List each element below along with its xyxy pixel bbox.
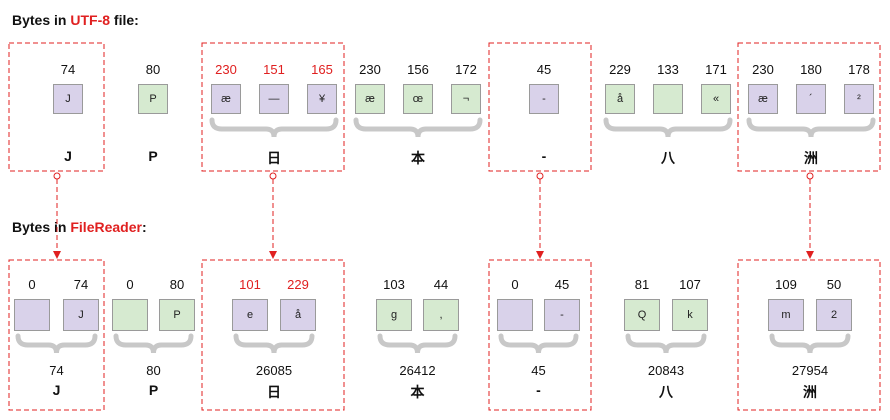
brace-bottom: [15, 333, 98, 354]
byte-value-bottom: 80: [169, 277, 185, 292]
byte-value-top: 230: [215, 62, 237, 77]
char-label-top: 日: [267, 150, 281, 166]
char-label-top: 本: [411, 150, 425, 166]
byte-box-bottom: ,: [423, 299, 459, 331]
char-label-top: 八: [661, 150, 675, 166]
byte-value-top: 230: [359, 62, 381, 77]
connector-dot: [269, 172, 277, 180]
byte-box-top: å: [605, 84, 635, 114]
byte-box-top: ²: [844, 84, 874, 114]
byte-box-bottom: [112, 299, 148, 331]
char-label-top: J: [64, 148, 72, 164]
byte-box-bottom: P: [159, 299, 195, 331]
brace-bottom: [769, 333, 851, 354]
code-point-value: 27954: [791, 363, 829, 378]
brace-bottom: [498, 333, 579, 354]
byte-value-bottom: 109: [775, 277, 797, 292]
byte-box-top: æ: [355, 84, 385, 114]
byte-value-bottom: 0: [511, 277, 519, 292]
byte-box-bottom: k: [672, 299, 708, 331]
byte-value-top: 229: [609, 62, 631, 77]
byte-box-bottom: Q: [624, 299, 660, 331]
byte-value-bottom: 44: [433, 277, 449, 292]
brace-top: [209, 117, 339, 138]
byte-box-bottom: -: [544, 299, 580, 331]
byte-box-top: [653, 84, 683, 114]
byte-box-bottom: [14, 299, 50, 331]
connector-dot: [806, 172, 814, 180]
brace-top: [353, 117, 483, 138]
byte-value-top: 133: [657, 62, 679, 77]
byte-value-top: 171: [705, 62, 727, 77]
brace-bottom: [233, 333, 315, 354]
byte-value-bottom: 0: [126, 277, 134, 292]
byte-box-top: -: [529, 84, 559, 114]
brace-bottom: [113, 333, 194, 354]
byte-value-bottom: 107: [679, 277, 701, 292]
byte-value-bottom: 103: [383, 277, 405, 292]
byte-box-top: œ: [403, 84, 433, 114]
byte-box-top: ´: [796, 84, 826, 114]
connector-dot: [53, 172, 61, 180]
char-label-bottom: P: [148, 382, 159, 398]
char-label-top: P: [148, 148, 158, 164]
byte-value-bottom: 50: [826, 277, 842, 292]
byte-value-top: 178: [848, 62, 870, 77]
char-label-bottom: -: [536, 382, 541, 398]
connector-dot: [536, 172, 544, 180]
byte-box-bottom: e: [232, 299, 268, 331]
char-label-bottom: 八: [659, 384, 673, 400]
byte-box-top: J: [53, 84, 83, 114]
code-point-value: 80: [146, 363, 161, 378]
byte-box-bottom: g: [376, 299, 412, 331]
byte-value-top: 80: [145, 62, 161, 77]
byte-value-bottom: 229: [287, 277, 309, 292]
byte-box-top: «: [701, 84, 731, 114]
char-label-top: 洲: [804, 150, 818, 166]
brace-top: [746, 117, 876, 138]
code-point-value: 26412: [399, 363, 436, 378]
byte-value-top: 45: [536, 62, 552, 77]
code-point-value: 74: [49, 363, 64, 378]
byte-value-top: 172: [455, 62, 477, 77]
code-point-value: 20843: [647, 363, 685, 378]
byte-box-bottom: m: [768, 299, 804, 331]
byte-box-top: P: [138, 84, 168, 114]
code-point-value: 45: [531, 363, 546, 378]
byte-value-top: 156: [407, 62, 429, 77]
brace-top: [603, 117, 733, 138]
byte-box-bottom: å: [280, 299, 316, 331]
byte-value-top: 74: [60, 62, 76, 77]
char-label-bottom: 本: [410, 384, 425, 400]
byte-value-bottom: 81: [634, 277, 650, 292]
utf8-header: Bytes in UTF-8 file:: [12, 12, 139, 28]
code-point-value: 26085: [255, 363, 293, 378]
char-label-bottom: 洲: [803, 384, 817, 400]
byte-value-top: 165: [311, 62, 333, 77]
byte-box-top: æ: [211, 84, 241, 114]
byte-value-bottom: 74: [73, 277, 89, 292]
brace-bottom: [377, 333, 458, 354]
byte-box-bottom: J: [63, 299, 99, 331]
byte-value-top: 180: [800, 62, 822, 77]
char-label-top: -: [541, 148, 547, 164]
byte-box-top: æ: [748, 84, 778, 114]
byte-value-top: 230: [752, 62, 774, 77]
filereader-header: Bytes in FileReader:: [12, 219, 147, 235]
byte-value-top: 151: [263, 62, 285, 77]
byte-value-bottom: 101: [239, 277, 261, 292]
byte-value-bottom: 45: [554, 277, 570, 292]
byte-value-bottom: 0: [28, 277, 36, 292]
char-label-bottom: J: [52, 382, 61, 398]
byte-box-top: —: [259, 84, 289, 114]
byte-box-top: ¬: [451, 84, 481, 114]
char-label-bottom: 日: [267, 384, 281, 400]
byte-box-top: ¥: [307, 84, 337, 114]
byte-box-bottom: [497, 299, 533, 331]
byte-box-bottom: 2: [816, 299, 852, 331]
brace-bottom: [625, 333, 707, 354]
